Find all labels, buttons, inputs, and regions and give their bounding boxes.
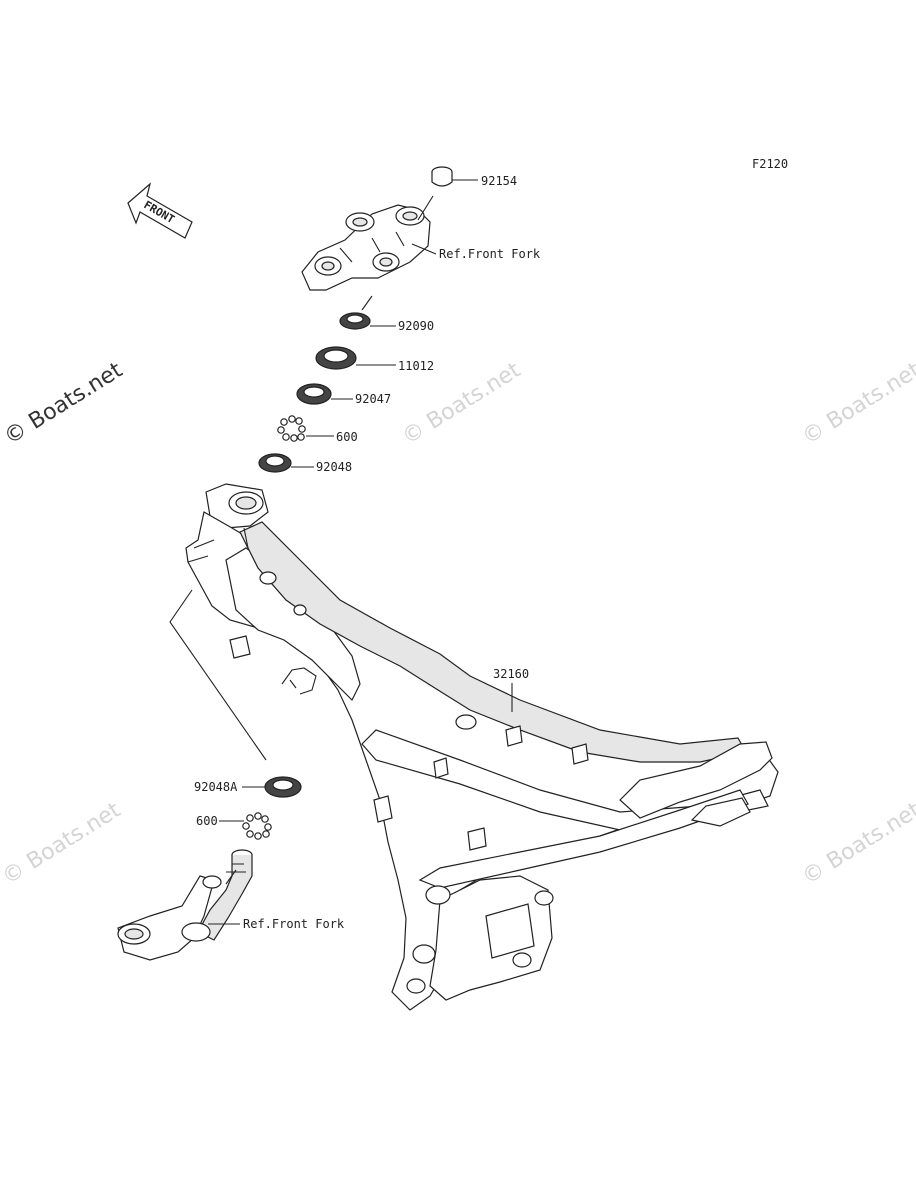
washer-92090 <box>339 295 396 330</box>
callout-32160: 32160 <box>493 667 529 681</box>
steel-balls-600-lower <box>219 812 272 840</box>
callout-600-lower: 600 <box>196 814 218 828</box>
bearing-92048 <box>258 453 314 473</box>
leader-bracket <box>169 589 267 761</box>
callout-92047: 92047 <box>355 392 391 406</box>
upper-triple-clamp <box>301 195 437 291</box>
callout-600-upper: 600 <box>336 430 358 444</box>
callout-92154: 92154 <box>481 174 517 188</box>
bearing-92047 <box>296 383 353 405</box>
cap-nut-92154 <box>431 166 478 187</box>
callout-labels: 92154 Ref.Front Fork 92090 11012 92047 6… <box>194 174 541 931</box>
figure-code: F2120 <box>752 157 788 171</box>
bearing-92048A <box>242 776 302 798</box>
callout-ref-front-fork-lower: Ref.Front Fork <box>243 917 345 931</box>
watermark-left: © Boats.net <box>0 358 127 451</box>
watermark-right-top: © Boats.net <box>798 358 916 451</box>
front-arrow-icon: FRONT <box>127 182 193 239</box>
steel-balls-600-upper <box>277 415 334 442</box>
callout-11012: 11012 <box>398 359 434 373</box>
callout-92048: 92048 <box>316 460 352 474</box>
callout-ref-front-fork-upper: Ref.Front Fork <box>439 247 541 261</box>
callout-92090: 92090 <box>398 319 434 333</box>
seal-11012 <box>315 346 396 370</box>
callout-92048A: 92048A <box>194 780 238 794</box>
frame-32160 <box>185 483 779 1011</box>
watermark-right-bottom: © Boats.net <box>798 798 916 891</box>
watermark-left-bottom: © Boats.net <box>0 798 125 891</box>
steering-stem <box>117 849 253 961</box>
